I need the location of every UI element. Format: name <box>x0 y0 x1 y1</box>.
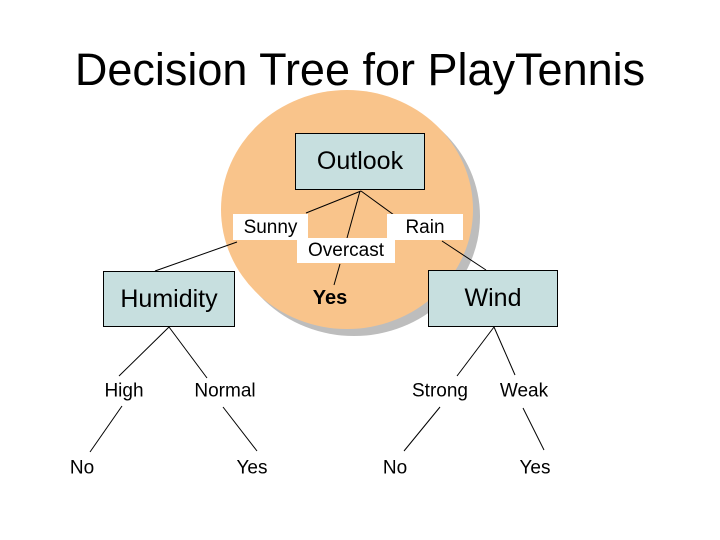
branch-label-high: High <box>104 380 144 402</box>
edge-wind-strong <box>456 326 495 377</box>
edge-weak-yes <box>522 407 545 451</box>
leaf-overcast-yes: Yes <box>312 287 348 309</box>
edge-overcast-yes <box>333 263 341 286</box>
node-humidity: Humidity <box>103 271 235 327</box>
edge-wind-weak <box>493 326 516 376</box>
branch-label-overcast: Overcast <box>297 238 395 263</box>
edge-outlook-rain <box>360 190 395 216</box>
branch-label-sunny: Sunny <box>233 214 308 240</box>
edge-rain-wind <box>441 240 487 271</box>
branch-label-rain: Rain <box>387 214 463 240</box>
branch-label-strong: Strong <box>412 380 468 402</box>
edge-strong-no <box>403 406 441 452</box>
leaf-strong-no: No <box>382 457 408 479</box>
edge-sunny-humidity <box>154 241 238 272</box>
edge-humidity-high <box>118 326 170 377</box>
edge-high-no <box>89 405 123 453</box>
slide-title: Decision Tree for PlayTennis <box>74 44 646 95</box>
leaf-normal-yes: Yes <box>236 457 268 479</box>
leaf-weak-yes: Yes <box>519 457 551 479</box>
edge-outlook-sunny <box>305 190 362 214</box>
edge-outlook-overcast <box>346 190 361 239</box>
leaf-high-no: No <box>69 457 95 479</box>
edge-normal-yes <box>222 406 258 452</box>
node-outlook: Outlook <box>295 133 425 190</box>
branch-label-normal: Normal <box>194 380 256 402</box>
edge-humidity-normal <box>168 326 208 379</box>
branch-label-weak: Weak <box>499 380 549 402</box>
node-wind: Wind <box>428 270 558 327</box>
